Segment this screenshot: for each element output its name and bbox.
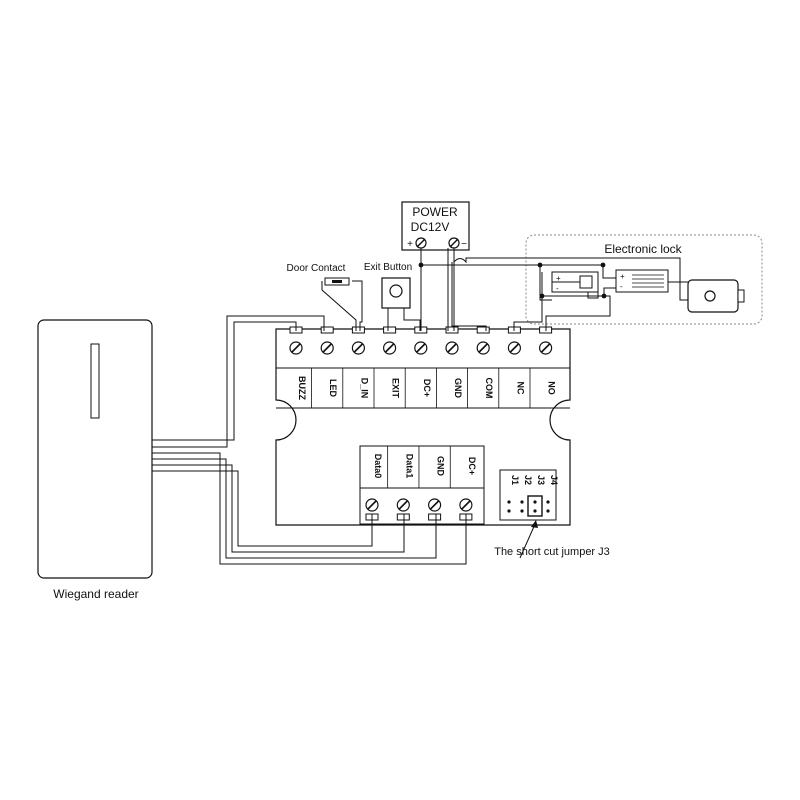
door-lock-icon xyxy=(687,279,745,313)
wire-door-contact-b xyxy=(352,280,363,331)
terminal-screw-dc-icon xyxy=(414,341,428,355)
reader-terminal-label: Data1 xyxy=(404,454,414,479)
wire-no xyxy=(545,295,611,331)
power-minus-screw-icon xyxy=(448,237,460,249)
jumper-pin xyxy=(533,509,537,513)
jumper-pin xyxy=(520,509,524,513)
wiegand-reader-label: Wiegand reader xyxy=(53,587,138,601)
terminal-tab-6 xyxy=(476,326,490,334)
lock-coil-minus: - xyxy=(620,282,623,291)
wire-buzz xyxy=(152,321,297,441)
lock-diode-icon xyxy=(551,271,599,299)
reader-terminal-tab xyxy=(396,513,410,521)
jumper-label: J3 xyxy=(536,475,546,485)
terminal-label: DC+ xyxy=(422,379,432,397)
power-plus-screw-icon xyxy=(415,237,427,249)
lock-coil-icon xyxy=(615,269,669,293)
reader-terminal-tab xyxy=(428,513,442,521)
terminal-tab-1 xyxy=(320,326,334,334)
lock-diode-plus: + xyxy=(556,274,561,283)
terminal-screw-led-icon xyxy=(320,341,334,355)
jumper-label: J1 xyxy=(510,475,520,485)
jumper-pin xyxy=(546,509,550,513)
wire-dcplus-reader xyxy=(152,452,467,565)
wire-data0 xyxy=(152,470,373,547)
terminal-screw-no-icon xyxy=(538,341,553,355)
jumper-pin xyxy=(507,509,511,513)
door-contact-icon xyxy=(324,277,350,286)
reader-label-block xyxy=(359,445,485,489)
jumper-pin xyxy=(546,500,550,504)
wire-data1 xyxy=(152,464,405,553)
lock-diode-minus: - xyxy=(556,284,559,293)
controller-board xyxy=(275,328,571,526)
jumper-label: J2 xyxy=(523,475,533,485)
wire-exit-b xyxy=(403,308,421,331)
terminal-tab-5 xyxy=(445,326,459,334)
terminal-label: D_IN xyxy=(359,378,369,399)
jumper-note-label: The short cut jumper J3 xyxy=(494,546,610,558)
power-plus-sign: + xyxy=(407,239,413,250)
wire-door-contact-a xyxy=(321,281,357,331)
reader-terminal-label: Data0 xyxy=(373,454,383,479)
jumper-pointer-line xyxy=(519,521,537,559)
wire-nc xyxy=(513,296,543,331)
wire-power-plus-lock xyxy=(421,264,552,301)
power-minus-sign: − xyxy=(461,239,467,250)
exit-button-icon xyxy=(381,277,411,309)
wire-gnd-reader xyxy=(152,458,437,559)
reader-terminal-label: GND xyxy=(436,456,446,477)
jumper-label: J4 xyxy=(549,475,559,485)
jumper-pointer-arrow xyxy=(531,520,538,528)
door-contact-label: Door Contact xyxy=(287,263,346,274)
wire-junctions xyxy=(418,262,607,299)
terminal-label: BUZZ xyxy=(297,376,307,400)
terminal-label: NC xyxy=(515,382,525,395)
wire-lock-return xyxy=(679,282,688,301)
terminal-label: COM xyxy=(484,378,494,399)
power-voltage: DC12V xyxy=(411,220,450,234)
card-slot-icon xyxy=(90,343,100,419)
jumper-pin xyxy=(533,500,537,504)
lock-coil-plus: + xyxy=(620,272,625,281)
terminal-label: NO xyxy=(547,381,557,395)
wire-power-minus-lock xyxy=(453,257,681,282)
power-title: POWER xyxy=(412,205,458,219)
wire-gnd-com xyxy=(451,262,487,331)
jumper-pin xyxy=(520,500,524,504)
reader-terminal-screw-icon xyxy=(428,498,442,512)
jumper-pin xyxy=(507,500,511,504)
wire-led xyxy=(152,315,325,448)
reader-terminal-screw-icon xyxy=(396,498,410,512)
electronic-lock-label: Electronic lock xyxy=(604,242,682,256)
terminal-screw-com-icon xyxy=(476,341,490,355)
terminal-screw-nc-icon xyxy=(507,341,522,355)
reader-terminal-label: DC+ xyxy=(467,457,477,475)
terminal-label: GND xyxy=(453,378,463,399)
exit-button-label: Exit Button xyxy=(364,262,412,273)
terminal-screw-buzz-icon xyxy=(289,341,303,355)
terminal-screw-din-icon xyxy=(351,341,365,355)
electronic-lock-enclosure xyxy=(525,234,763,325)
terminal-tab-2 xyxy=(351,326,365,334)
reader-terminal-screw-icon xyxy=(459,498,473,512)
terminal-screw-gnd-icon xyxy=(445,341,459,355)
main-terminal-block: BUZZ LED D_IN EXIT DC+ GND COM NC NO xyxy=(289,326,557,408)
wiegand-reader-body xyxy=(37,319,153,579)
terminal-label: EXIT xyxy=(391,378,401,399)
terminal-tab-3 xyxy=(383,326,397,334)
jumper-j3-shunt xyxy=(527,495,543,517)
reader-terminal-screw-icon xyxy=(365,498,379,512)
terminal-screw-exit-icon xyxy=(383,341,397,355)
terminal-label: LED xyxy=(328,379,338,398)
wire-lock-coil-plus xyxy=(540,264,616,279)
wiring xyxy=(152,248,688,565)
